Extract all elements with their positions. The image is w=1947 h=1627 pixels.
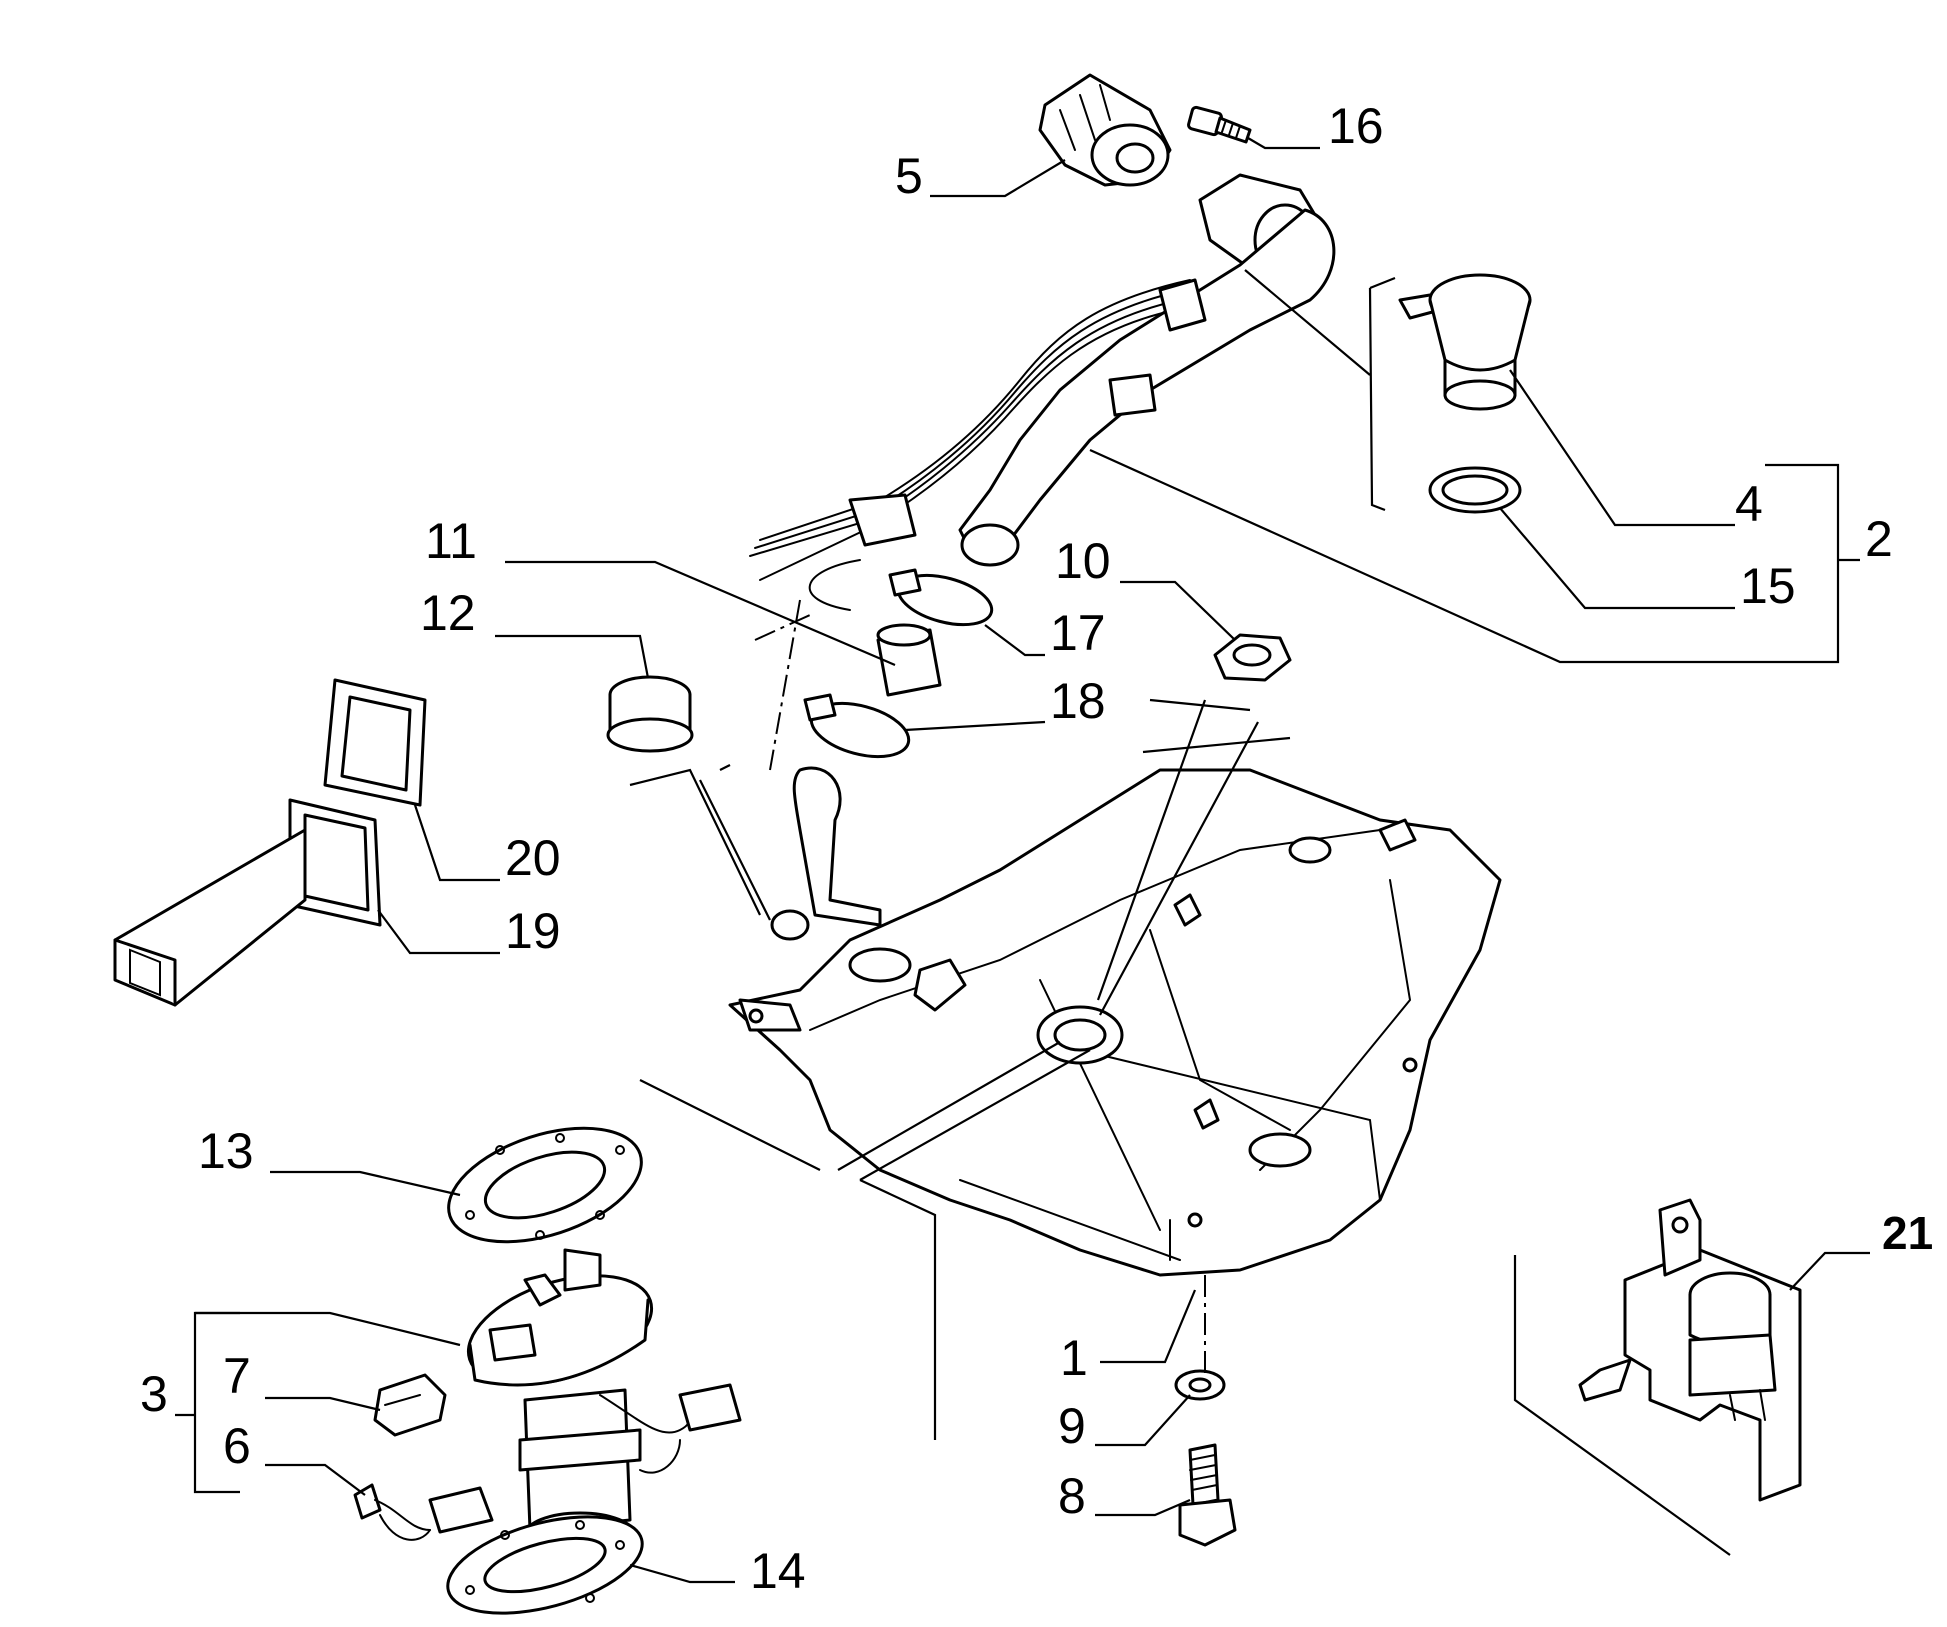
tank-inlet-hose (770, 766, 882, 941)
part-1-fuel-tank (728, 768, 1502, 1277)
part-20-gasket (323, 678, 427, 807)
callout-6: 6 (223, 1418, 251, 1474)
part-9-washer (1174, 1369, 1226, 1401)
callout-4: 4 (1735, 476, 1763, 532)
part-13-gasket (447, 1126, 643, 1244)
callout-1: 1 (1060, 1330, 1088, 1386)
leader-lines (175, 137, 1870, 1584)
part-21-bracket (1578, 1198, 1802, 1502)
part-8-bolt (1178, 1443, 1237, 1547)
callout-10: 10 (1055, 533, 1111, 589)
callout-3: 3 (140, 1366, 168, 1422)
part-16-bolt (1187, 105, 1252, 144)
callout-15: 15 (1740, 558, 1796, 614)
callout-labels: 1 2 3 4 5 6 7 8 9 10 11 12 13 14 15 16 1… (140, 98, 1933, 1599)
part-2-filler-neck (749, 173, 1336, 611)
part-14-gasket (446, 1515, 644, 1615)
callout-19: 19 (505, 903, 561, 959)
part-6-harness (353, 1483, 494, 1541)
callout-16: 16 (1328, 98, 1384, 154)
callout-2: 2 (1865, 511, 1893, 567)
callout-9: 9 (1058, 1398, 1086, 1454)
callout-12: 12 (420, 585, 476, 641)
callout-13: 13 (198, 1123, 254, 1179)
part-7-connector (373, 1373, 447, 1437)
callout-7: 7 (223, 1348, 251, 1404)
callout-21: 21 (1882, 1207, 1933, 1259)
callout-11: 11 (425, 513, 477, 569)
part-19-chute (113, 798, 382, 1007)
callout-14: 14 (750, 1543, 806, 1599)
part-18-hose-clamp (803, 693, 911, 759)
part-10-nut (1213, 633, 1292, 682)
callout-20: 20 (505, 830, 561, 886)
part-4-valve (1398, 273, 1532, 411)
part-17-hose-clamp (888, 568, 994, 627)
callout-8: 8 (1058, 1468, 1086, 1524)
part-12-cap (606, 675, 694, 753)
part-11-hose-sleeve (876, 623, 942, 697)
part-3-fuel-pump (466, 1248, 742, 1559)
part-5-filler-cap (1038, 73, 1172, 187)
part-15-seal-ring (1428, 466, 1522, 514)
callout-5: 5 (895, 148, 923, 204)
callout-17: 17 (1050, 605, 1106, 661)
callout-18: 18 (1050, 673, 1106, 729)
guide-lines (629, 269, 1731, 1556)
